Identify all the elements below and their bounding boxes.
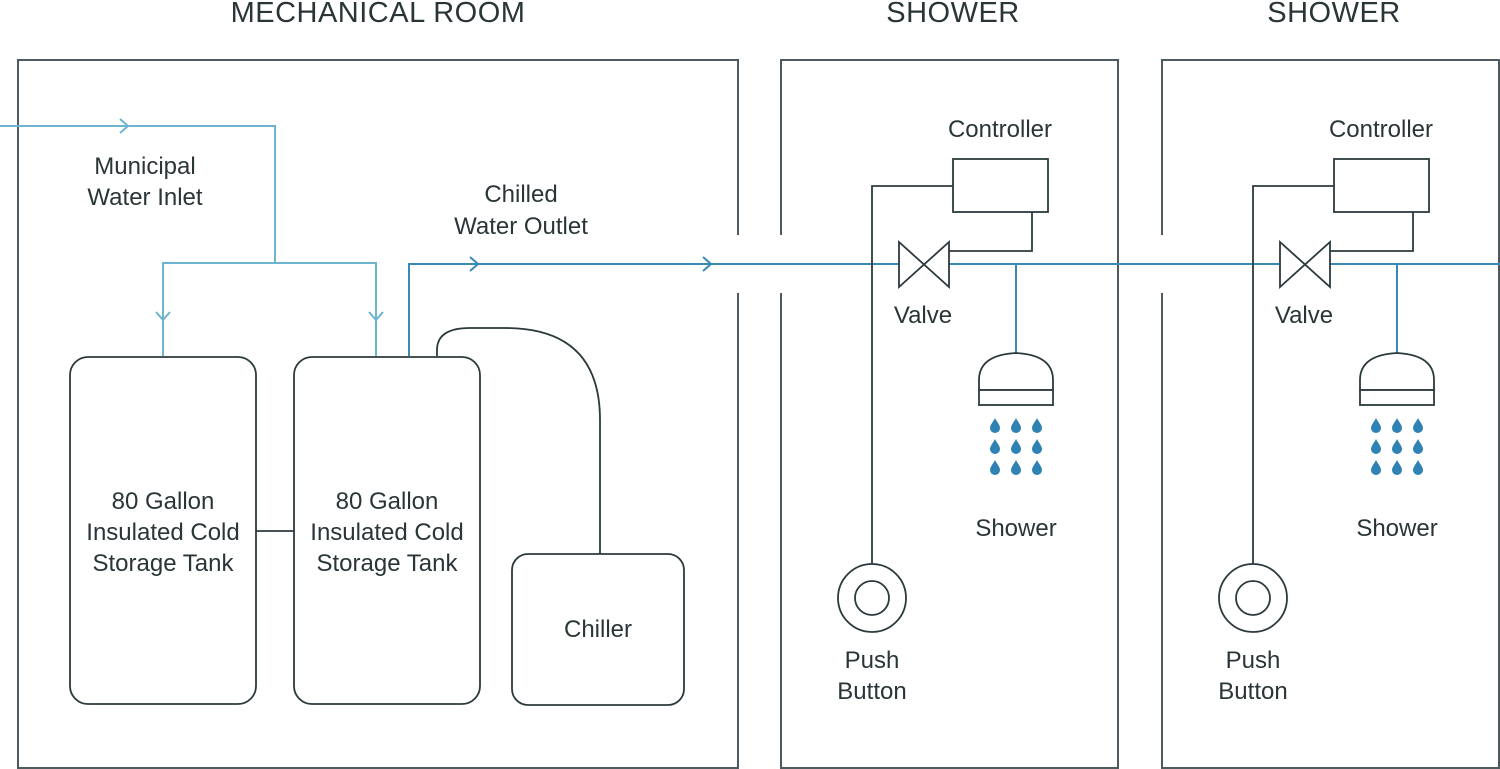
push-button-label: Push <box>1226 647 1281 674</box>
water-drop-icon <box>1413 460 1423 475</box>
flow-arrow-icon <box>368 311 384 322</box>
flow-arrow-icon <box>155 311 171 322</box>
control-wire <box>871 185 953 565</box>
water-drop-icon <box>1011 460 1021 475</box>
inlet-label: Water Inlet <box>87 184 202 211</box>
water-drop-icon <box>1011 418 1021 433</box>
water-drop-icon <box>1413 418 1423 433</box>
water-drop-icon <box>1011 439 1021 454</box>
shower-label: Shower <box>975 515 1056 542</box>
flow-arrow-icon <box>469 256 480 272</box>
controller-label: Controller <box>948 116 1052 143</box>
water-drop-icon <box>1371 460 1381 475</box>
outlet-label: Chilled <box>484 181 557 208</box>
push-button-icon[interactable] <box>837 563 907 633</box>
valve-icon[interactable] <box>898 239 950 290</box>
water-drop-icon <box>990 439 1000 454</box>
inlet-label: Municipal <box>94 153 195 180</box>
svg-text:Storage Tank: Storage Tank <box>317 550 459 577</box>
water-drop-icon <box>1032 418 1042 433</box>
mechanical-room-walls <box>17 59 739 769</box>
svg-text:Storage Tank: Storage Tank <box>93 550 235 577</box>
push-button-label: Push <box>845 647 900 674</box>
push-button-label: Button <box>837 678 906 705</box>
water-drops-icon <box>1371 418 1423 475</box>
svg-text:80 Gallon: 80 Gallon <box>112 488 215 515</box>
chilled-water-outlet-pipe <box>408 256 1500 356</box>
water-drop-icon <box>1392 439 1402 454</box>
mechanical-room-title: MECHANICAL ROOM <box>231 0 526 29</box>
water-drop-icon <box>1392 418 1402 433</box>
water-drop-icon <box>1371 439 1381 454</box>
municipal-inlet-pipe <box>0 118 384 356</box>
flow-arrow-icon <box>119 118 130 134</box>
control-wire <box>949 212 1033 252</box>
water-drops-icon <box>990 418 1042 475</box>
push-button-icon[interactable] <box>1218 563 1288 633</box>
water-drop-icon <box>1371 418 1381 433</box>
shower-room-2-title: SHOWER <box>1267 0 1401 29</box>
svg-text:Chiller: Chiller <box>564 616 632 643</box>
valve-icon[interactable] <box>1279 239 1331 290</box>
water-drop-icon <box>1032 460 1042 475</box>
controller-label: Controller <box>1329 116 1433 143</box>
push-button-label: Button <box>1218 678 1287 705</box>
water-drop-icon <box>1032 439 1042 454</box>
svg-text:Insulated Cold: Insulated Cold <box>310 519 463 546</box>
shower-room-1-walls <box>780 59 1119 769</box>
shower-1-assembly: Controller Valve Shower Push Button <box>837 116 1057 705</box>
shower-2-assembly: Controller Valve Shower Push Button <box>1218 116 1438 705</box>
flow-arrow-icon <box>702 256 713 272</box>
svg-text:Insulated Cold: Insulated Cold <box>86 519 239 546</box>
shower-room-2-walls <box>1161 59 1500 769</box>
valve-label: Valve <box>1275 302 1333 329</box>
water-drop-icon <box>1413 439 1423 454</box>
water-drop-icon <box>1392 460 1402 475</box>
shower-head-icon <box>978 352 1054 406</box>
chiller-loop-pipe <box>436 327 601 554</box>
storage-tank-2: 80 Gallon Insulated Cold Storage Tank <box>293 356 481 705</box>
controller-box <box>952 158 1049 213</box>
water-drop-icon <box>990 418 1000 433</box>
storage-tank-1: 80 Gallon Insulated Cold Storage Tank <box>69 356 257 705</box>
chiller: Chiller <box>511 553 685 706</box>
shower-head-icon <box>1359 352 1435 406</box>
shower-label: Shower <box>1356 515 1437 542</box>
svg-text:80 Gallon: 80 Gallon <box>336 488 439 515</box>
shower-room-1-title: SHOWER <box>886 0 1020 29</box>
outlet-label: Water Outlet <box>454 213 588 240</box>
water-drop-icon <box>990 460 1000 475</box>
controller-box <box>1333 158 1430 213</box>
control-wire <box>1252 185 1334 565</box>
control-wire <box>1330 212 1414 252</box>
valve-label: Valve <box>894 302 952 329</box>
